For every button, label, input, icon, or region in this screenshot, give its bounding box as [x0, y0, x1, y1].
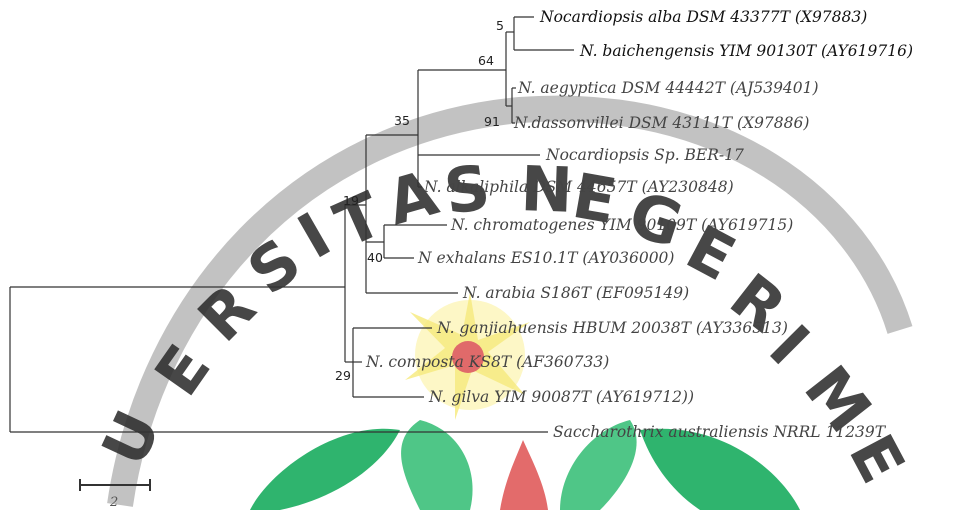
svg-text:S: S [440, 150, 494, 229]
watermark-red-dot [452, 341, 484, 373]
leaf-label-ber17: Nocardiopsis Sp. BER-17 [545, 146, 744, 164]
support-value-node-91: 91 [484, 114, 500, 129]
leaf-label-composta: N. composta KS8T (AF360733) [365, 353, 609, 371]
leaf-label-dassonvillei: N.dassonvillei DSM 43111T (X97886) [513, 114, 809, 132]
support-value-node-64: 64 [478, 53, 494, 68]
watermark-red-flame [500, 440, 548, 510]
watermark-green-wing-left [401, 420, 473, 510]
tree-branches [9, 16, 574, 433]
leaf-label-alkaliphila: N. alkaliphila DSM 44657T (AY230848) [423, 178, 734, 196]
university-watermark: U E R S I T A S N E G E R I M E [87, 95, 919, 510]
watermark-green-leaf-right [640, 428, 800, 510]
leaf-label-saccharothrix: Saccharothrix australiensis NRRL 11239T [553, 423, 887, 441]
leaf-label-alba: Nocardiopsis alba DSM 43377T (X97883) [539, 8, 867, 26]
support-value-node-29: 29 [335, 368, 351, 383]
leaf-label-baichengensis: N. baichengensis YIM 90130T (AY619716) [579, 42, 913, 60]
support-value-node-40: 40 [367, 250, 383, 265]
support-value-node-5: 5 [496, 18, 504, 33]
support-value-node-35: 35 [394, 113, 410, 128]
watermark-arc-band [107, 95, 913, 507]
leaf-label-gilva: N. gilva YIM 90087T (AY619712)) [428, 388, 694, 406]
scale-bar: 2 [79, 479, 151, 510]
leaf-label-exhalans: N exhalans ES10.1T (AY036000) [417, 249, 674, 267]
leaf-label-arabia: N. arabia S186T (EF095149) [462, 284, 689, 302]
leaf-label-ganjiahuensis: N. ganjiahuensis HBUM 20038T (AY336513) [436, 319, 788, 337]
svg-text:N: N [519, 152, 573, 227]
svg-text:U: U [87, 400, 174, 476]
watermark-green-wing-right [560, 420, 637, 510]
svg-text:A: A [379, 156, 445, 239]
support-value-node-19: 19 [343, 193, 359, 208]
leaf-label-aegyptica: N. aegyptica DSM 44442T (AJ539401) [517, 79, 819, 97]
leaf-label-chromatogenes: N. chromatogenes YIM 90109T (AY619715) [450, 216, 793, 234]
watermark-green-leaf-left [250, 428, 400, 510]
leaf-labels: Nocardiopsis alba DSM 43377T (X97883) N.… [365, 8, 913, 441]
support-values: 5 64 91 35 19 40 29 [335, 18, 504, 383]
scale-bar-label: 2 [109, 495, 118, 510]
scale-bar-line [79, 479, 151, 491]
